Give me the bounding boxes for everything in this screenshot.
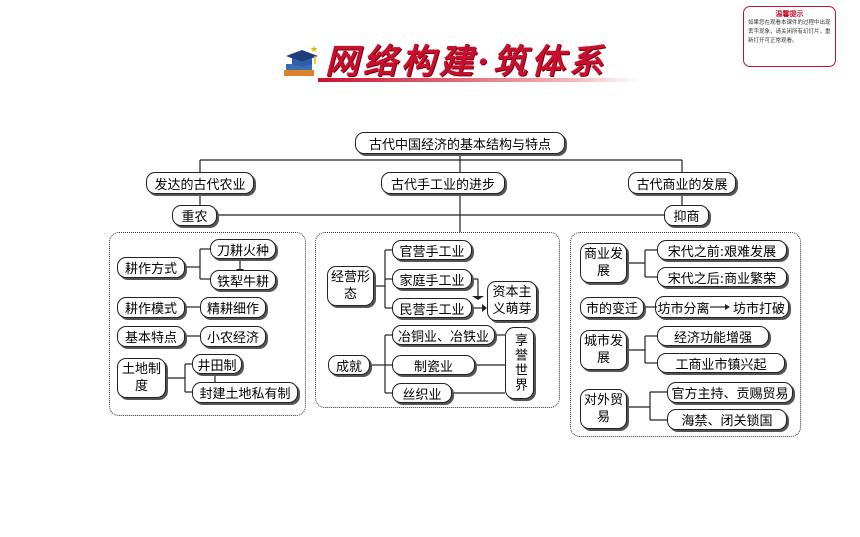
root-node: 古代中国经济的基本结构与特点 — [355, 132, 565, 154]
iron-plough-ox: 铁犁牛耕 — [210, 270, 276, 290]
tip-title: 温馨提示 — [775, 10, 804, 18]
header-logo-icon: ★ — [280, 42, 320, 82]
farming-method: 耕作方式 — [117, 257, 185, 278]
policy-restrain-commerce: 抑商 — [664, 205, 709, 226]
operation-forms: 经营形态 — [327, 266, 374, 306]
private-handicraft: 民营手工业 — [392, 298, 472, 318]
capitalism-sprouts: 资本主义萌芽 — [487, 281, 537, 321]
slash-and-burn: 刀耕火种 — [210, 239, 276, 259]
feudal-private-land: 封建土地私有制 — [192, 382, 298, 403]
branch-agriculture: 发达的古代农业 — [146, 172, 254, 194]
commerce-towns: 工商业市镇兴起 — [657, 353, 785, 373]
world-renowned: 享誉世界 — [505, 327, 534, 399]
header-underline — [318, 78, 638, 82]
after-song: 宋代之后:商业繁荣 — [657, 267, 787, 287]
market-change: 市的变迁 — [580, 297, 644, 318]
branch-commerce: 古代商业的发展 — [628, 172, 736, 194]
metallurgy: 冶铜业、冶铁业 — [392, 325, 495, 345]
official-tribute-trade: 官方主持、贡赐贸易 — [667, 382, 793, 403]
intensive-farming: 精耕细作 — [200, 297, 266, 318]
official-handicraft: 官营手工业 — [392, 240, 472, 260]
land-system: 土地制度 — [117, 358, 166, 398]
fang-shi-break: 坊市打破 — [730, 297, 788, 318]
family-handicraft: 家庭手工业 — [392, 269, 472, 289]
policy-emphasize-agriculture: 重农 — [172, 205, 217, 226]
basic-feature: 基本特点 — [117, 326, 185, 347]
page-title: 网络构建·筑体系 — [325, 42, 607, 82]
market-change-outline — [655, 296, 789, 318]
tip-body: 如果您在观看本课件的过程中出现丢字现象，请关闭所有幻灯片，重新打开可正常观看。 — [748, 20, 831, 44]
city-development: 城市发展 — [580, 330, 627, 370]
before-song: 宋代之前:艰难发展 — [657, 240, 787, 260]
tip-box: 温馨提示 如果您在观看本课件的过程中出现丢字现象，请关闭所有幻灯片，重新打开可正… — [743, 6, 836, 67]
foreign-trade: 对外贸易 — [580, 389, 627, 429]
economic-function: 经济功能增强 — [657, 326, 769, 346]
svg-text:★: ★ — [310, 45, 318, 55]
well-field-system: 井田制 — [192, 354, 242, 374]
commerce-group — [570, 232, 801, 437]
commerce-development: 商业发展 — [580, 243, 627, 283]
handicraft-group — [315, 232, 560, 408]
small-peasant-economy: 小农经济 — [200, 326, 266, 347]
sea-ban: 海禁、闭关锁国 — [667, 409, 787, 430]
agriculture-group — [109, 232, 306, 416]
branch-handicraft: 古代手工业的进步 — [381, 172, 505, 194]
fang-shi-separate: 坊市分离 — [657, 297, 710, 318]
farming-mode: 耕作模式 — [117, 297, 185, 318]
porcelain: 制瓷业 — [392, 355, 475, 375]
achievements: 成就 — [328, 355, 370, 375]
silk-weaving: 丝织业 — [392, 383, 452, 403]
